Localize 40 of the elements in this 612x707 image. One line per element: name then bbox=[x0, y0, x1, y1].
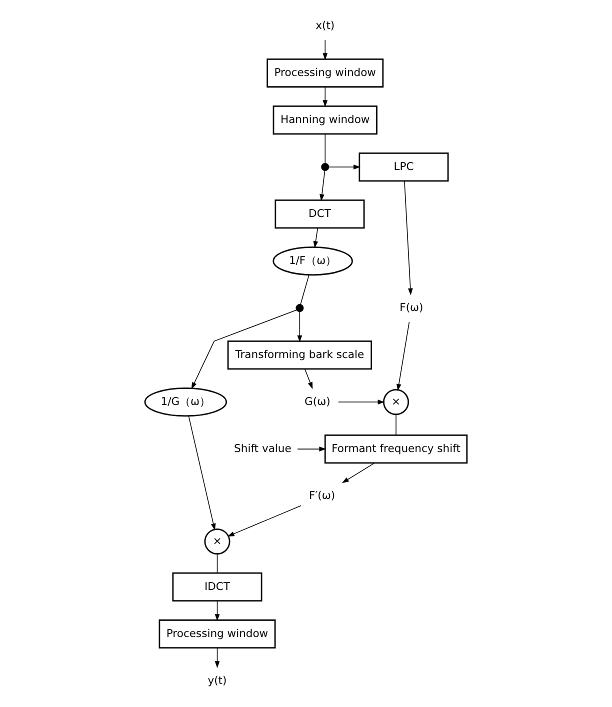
node-text: F′(ω) bbox=[309, 488, 336, 502]
node-box: Processing window bbox=[266, 58, 384, 88]
arrow bbox=[227, 505, 302, 536]
arrow bbox=[396, 322, 410, 391]
connector bbox=[324, 134, 326, 164]
node-ellipse: 1/F（ω） bbox=[272, 246, 353, 276]
arrow bbox=[328, 164, 360, 170]
arrow bbox=[188, 416, 216, 530]
connector bbox=[300, 274, 310, 305]
arrow bbox=[214, 648, 220, 668]
node-dot bbox=[321, 163, 330, 172]
node-box: Processing window bbox=[158, 619, 276, 649]
arrow bbox=[304, 368, 313, 390]
node-dot bbox=[296, 304, 304, 312]
arrow bbox=[342, 462, 375, 484]
node-text: F(ω) bbox=[400, 300, 424, 314]
node-box: DCT bbox=[274, 199, 365, 229]
node-box: IDCT bbox=[172, 572, 262, 602]
node-circle: × bbox=[383, 389, 410, 416]
node-box: Formant frequency shift bbox=[324, 434, 468, 464]
node-circle: × bbox=[204, 528, 230, 555]
arrow bbox=[297, 446, 326, 452]
arrow bbox=[322, 86, 328, 108]
node-text: G(ω) bbox=[304, 394, 330, 408]
node-text: Shift value bbox=[234, 442, 292, 455]
arrow bbox=[404, 180, 413, 296]
node-text: x(t) bbox=[316, 18, 335, 32]
node-box: Hanning window bbox=[272, 105, 378, 135]
node-box: LPC bbox=[358, 152, 449, 182]
node-box: Transforming bark scale bbox=[227, 340, 372, 370]
arrow bbox=[322, 40, 328, 60]
arrow bbox=[297, 311, 302, 342]
arrow bbox=[320, 170, 326, 202]
arrow bbox=[338, 400, 385, 404]
node-text: y(t) bbox=[208, 674, 227, 687]
arrow bbox=[191, 310, 298, 390]
connector bbox=[216, 554, 218, 574]
arrow bbox=[313, 228, 318, 248]
arrow bbox=[214, 600, 220, 622]
node-ellipse: 1/G（ω） bbox=[144, 387, 228, 417]
